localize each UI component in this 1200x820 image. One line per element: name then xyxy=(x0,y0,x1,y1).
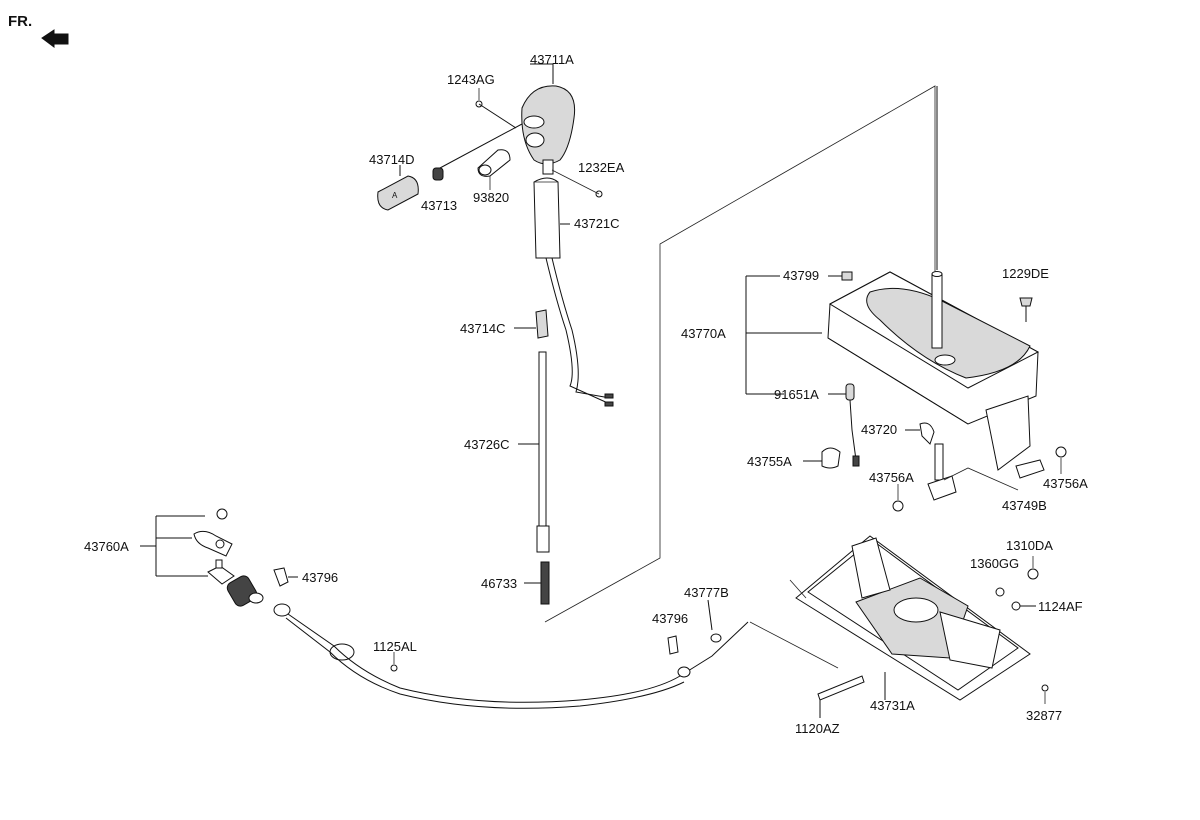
screw-32877 xyxy=(1041,684,1049,704)
rod-43726C xyxy=(518,351,550,553)
spring-43713 xyxy=(432,123,523,181)
label-43796-left: 43796 xyxy=(302,570,338,585)
label-43756A-left: 43756A xyxy=(869,470,914,485)
knob-button-43714D: A xyxy=(377,175,419,211)
orientation-marker: FR. xyxy=(8,13,69,48)
cable-assembly-43760A xyxy=(140,508,235,585)
label-1125AL: 1125AL xyxy=(373,639,417,654)
label-1360GG: 1360GG xyxy=(970,556,1019,571)
cable-line xyxy=(285,613,749,709)
label-1124AF: 1124AF xyxy=(1038,599,1083,614)
shaft-43749B xyxy=(927,459,1045,501)
label-43755A: 43755A xyxy=(747,454,792,469)
label-43714C: 43714C xyxy=(460,321,506,336)
clip-43796-left xyxy=(273,567,298,587)
shift-lever-housing xyxy=(827,86,1040,471)
label-43760A: 43760A xyxy=(84,539,129,554)
bolt-1120AZ xyxy=(817,675,865,718)
label-1232EA: 1232EA xyxy=(578,160,625,175)
bushing-43756A-right xyxy=(1055,446,1067,474)
bolt-1124AF xyxy=(1011,601,1036,611)
label-43731A: 43731A xyxy=(870,698,915,713)
clip-43755A xyxy=(803,447,841,469)
label-46733: 46733 xyxy=(481,576,517,591)
part-labels: 43711A 1243AG 43714D 43713 93820 1232EA … xyxy=(84,52,1088,736)
wire-harness xyxy=(545,257,614,407)
label-43799: 43799 xyxy=(783,268,819,283)
reference-outline xyxy=(544,85,936,623)
nut-1310DA xyxy=(1027,556,1039,580)
label-32877: 32877 xyxy=(1026,708,1062,723)
label-43714D: 43714D xyxy=(369,152,415,167)
base-plate-43731A xyxy=(749,535,1031,701)
label-43713: 43713 xyxy=(421,198,457,213)
label-1310DA: 1310DA xyxy=(1006,538,1053,553)
bolt-1125AL xyxy=(390,652,398,672)
orientation-label: FR. xyxy=(8,13,32,30)
label-1243AG: 1243AG xyxy=(447,72,495,87)
button-93820 xyxy=(477,149,511,190)
clip-43714C xyxy=(514,309,549,339)
label-1120AZ: 1120AZ xyxy=(795,721,840,736)
label-91651A: 91651A xyxy=(774,387,819,402)
clip-43796-mid xyxy=(667,635,679,655)
label-43749B: 43749B xyxy=(1002,498,1047,513)
label-43796-mid: 43796 xyxy=(652,611,688,626)
label-43721C: 43721C xyxy=(574,216,620,231)
bushing-43756A-left xyxy=(892,484,904,512)
label-43770A: 43770A xyxy=(681,326,726,341)
label-43777B: 43777B xyxy=(684,585,729,600)
svg-text:A: A xyxy=(392,191,398,200)
label-43726C: 43726C xyxy=(464,437,510,452)
clip-1229DE xyxy=(1019,297,1033,322)
screw-1232EA xyxy=(551,169,603,198)
bulb-91651A xyxy=(828,383,860,467)
nut-1360GG xyxy=(995,587,1005,597)
detent-43720 xyxy=(905,422,944,481)
pin-43777B xyxy=(707,599,713,631)
bracket-lines-43770A xyxy=(745,275,822,395)
label-93820: 93820 xyxy=(473,190,509,205)
arrow-left-icon xyxy=(41,29,69,48)
label-43711A: 43711A xyxy=(530,52,574,67)
label-43720: 43720 xyxy=(861,422,897,437)
label-1229DE: 1229DE xyxy=(1002,266,1049,281)
shift-knob xyxy=(521,85,576,175)
indicator-43799 xyxy=(828,271,853,281)
label-43756A-right: 43756A xyxy=(1043,476,1088,491)
knob-screw-1243AG xyxy=(475,88,517,129)
spring-46733 xyxy=(524,561,550,605)
boot-43721C xyxy=(533,177,570,259)
